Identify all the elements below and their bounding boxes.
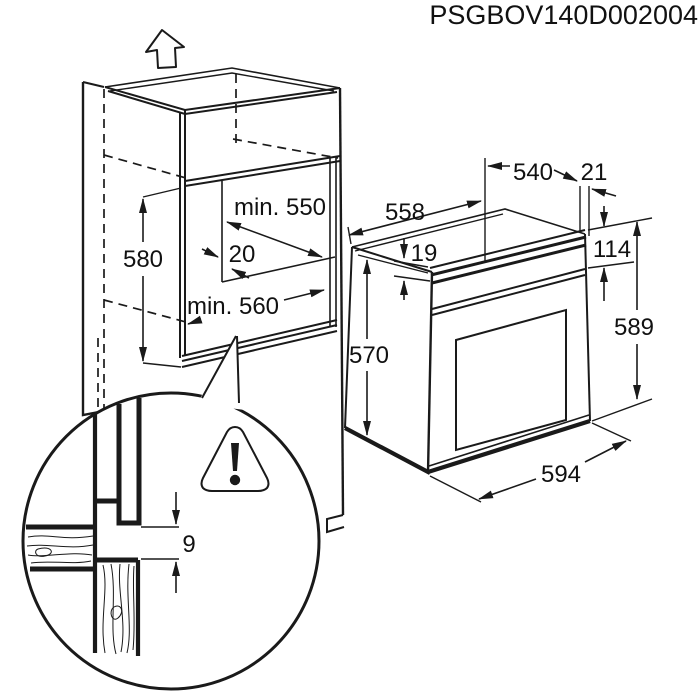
dim-label-580: 580 bbox=[123, 246, 163, 273]
cabinet-back-panel bbox=[81, 82, 105, 417]
wood-grain bbox=[26, 535, 135, 655]
dim-label-570: 570 bbox=[349, 342, 389, 369]
dim-height-total: 589 bbox=[587, 217, 654, 422]
dim-label-min550: min. 550 bbox=[234, 194, 326, 221]
detail-callout: 9 bbox=[21, 335, 321, 691]
oven-front-right-edge bbox=[584, 233, 591, 422]
oven-left-side bbox=[344, 246, 353, 429]
niche-top-edge bbox=[184, 155, 341, 182]
dim-control-panel-height: 114 bbox=[587, 206, 635, 301]
dim-label-589: 589 bbox=[614, 314, 654, 341]
drawing-code: PSGBOV140D002004 bbox=[429, 0, 698, 30]
section-profiles bbox=[26, 398, 142, 656]
niche-shelf-edge bbox=[181, 319, 338, 357]
oven-handle bbox=[429, 229, 586, 269]
control-panel-bottom bbox=[431, 268, 586, 310]
oven-door-window bbox=[455, 308, 567, 452]
dim-rear-gap: 20 bbox=[201, 241, 256, 280]
dim-depth-body: 540 bbox=[484, 158, 581, 263]
cabinet-front-right-edge bbox=[338, 87, 345, 516]
dim-height-front: 570 bbox=[349, 254, 429, 436]
dim-label-594: 594 bbox=[541, 461, 581, 488]
dim-niche-depth-top: min. 550 bbox=[226, 194, 326, 258]
callout-wedge bbox=[197, 335, 245, 410]
dim-label-114: 114 bbox=[593, 236, 631, 263]
cabinet-drawing: 580 min. 550 20 min. 560 bbox=[81, 67, 345, 534]
cabinet-plinth bbox=[326, 514, 345, 534]
detail-circle bbox=[21, 391, 321, 691]
dim-label-min560: min. 560 bbox=[187, 293, 279, 320]
dim-depth-total: 558 bbox=[347, 199, 482, 245]
up-arrow-icon bbox=[145, 29, 185, 69]
dim-label-21: 21 bbox=[581, 159, 608, 186]
top-compartment-rim bbox=[104, 67, 341, 89]
dim-label-540: 540 bbox=[513, 159, 553, 186]
dim-niche-depth-bottom: min. 560 bbox=[187, 289, 325, 325]
dim-niche-height: 580 bbox=[123, 187, 182, 368]
dim-label-558: 558 bbox=[385, 199, 425, 226]
dim-top-recess: 19 bbox=[393, 238, 438, 300]
oven-door-bottom bbox=[427, 418, 591, 475]
oven-door-section bbox=[116, 398, 142, 526]
dim-label-19: 19 bbox=[411, 240, 438, 267]
oven-drawing: 558 540 21 19 114 bbox=[344, 158, 654, 503]
dim-label-20: 20 bbox=[229, 241, 256, 268]
dim-label-9: 9 bbox=[182, 531, 195, 558]
warning-triangle-icon bbox=[200, 426, 270, 492]
dim-clearance: 9 bbox=[141, 492, 196, 593]
dim-width: 594 bbox=[429, 422, 632, 503]
dim-handle-protrusion: 21 bbox=[581, 159, 617, 236]
